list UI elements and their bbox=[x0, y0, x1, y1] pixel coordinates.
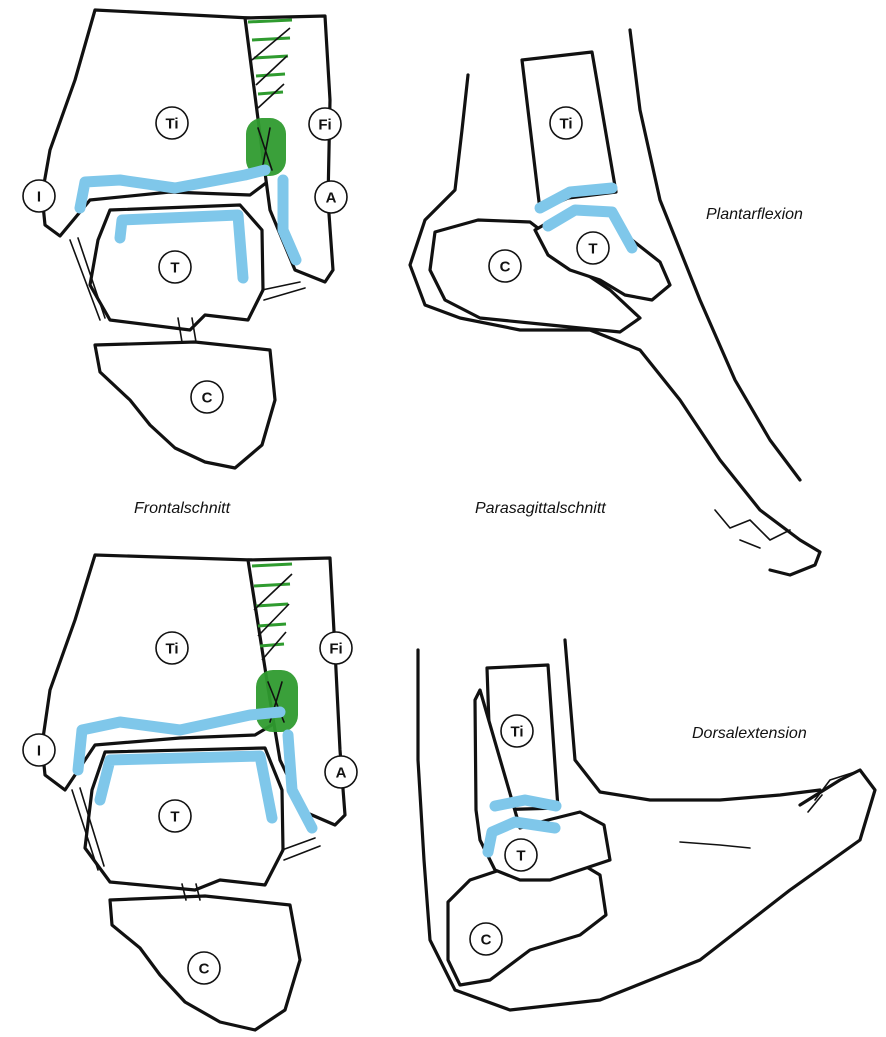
marker-fibula-frontal-lower: Fi bbox=[320, 632, 352, 664]
marker-talus-plantarflexion: T bbox=[577, 232, 609, 264]
marker-text: C bbox=[202, 390, 213, 407]
toe-lines-dorsalextension bbox=[680, 772, 855, 848]
marker-calcaneus-dorsalextension: C bbox=[470, 923, 502, 955]
marker-text: T bbox=[170, 809, 179, 826]
anterior-leg-outline-dorsalextension bbox=[565, 640, 820, 800]
marker-text: C bbox=[199, 961, 210, 978]
marker-talus-frontal-upper: T bbox=[159, 251, 191, 283]
marker-text: I bbox=[37, 743, 41, 760]
marker-tibia-frontal-lower: Ti bbox=[156, 632, 188, 664]
lateral-ligament-lines bbox=[262, 282, 305, 300]
marker-fibula-frontal-upper: Fi bbox=[309, 108, 341, 140]
marker-talus-dorsalextension: T bbox=[505, 839, 537, 871]
lateral-ligament-lines-lower bbox=[282, 838, 320, 860]
marker-text: T bbox=[170, 260, 179, 277]
marker-text: Fi bbox=[318, 117, 331, 134]
marker-text: Ti bbox=[559, 116, 572, 133]
marker-text: Fi bbox=[329, 641, 342, 658]
marker-tibia-frontal-upper: Ti bbox=[156, 107, 188, 139]
calcaneus-frontal-upper bbox=[95, 342, 275, 468]
marker-lateral-malleolus-lower: A bbox=[325, 756, 357, 788]
marker-text: Ti bbox=[510, 724, 523, 741]
marker-text: Ti bbox=[165, 641, 178, 658]
frontal-section-upper bbox=[42, 10, 333, 468]
caption-parasagittalschnitt: Parasagittalschnitt bbox=[475, 500, 606, 517]
toe-lines-plantarflexion bbox=[715, 510, 790, 548]
caption-dorsalextension: Dorsalextension bbox=[692, 725, 807, 742]
marker-calcaneus-plantarflexion: C bbox=[489, 250, 521, 282]
marker-tibia-plantarflexion: Ti bbox=[550, 107, 582, 139]
caption-frontalschnitt: Frontalschnitt bbox=[134, 500, 231, 517]
marker-tibia-dorsalextension: Ti bbox=[501, 715, 533, 747]
marker-text: I bbox=[37, 189, 41, 206]
marker-text: T bbox=[588, 241, 597, 258]
marker-medial-malleolus-lower: I bbox=[23, 734, 55, 766]
marker-text: T bbox=[516, 848, 525, 865]
marker-lateral-malleolus-upper: A bbox=[315, 181, 347, 213]
tibial-cartilage-dorsalextension bbox=[495, 800, 556, 806]
parasagittal-plantarflexion bbox=[410, 30, 820, 575]
marker-calcaneus-frontal-upper: C bbox=[191, 381, 223, 413]
anterior-leg-outline-plantarflexion bbox=[630, 30, 800, 480]
marker-text: Ti bbox=[165, 116, 178, 133]
marker-text: C bbox=[500, 259, 511, 276]
marker-calcaneus-frontal-lower: C bbox=[188, 952, 220, 984]
caption-plantarflexion: Plantarflexion bbox=[706, 206, 803, 223]
marker-text: A bbox=[336, 765, 347, 782]
marker-talus-frontal-lower: T bbox=[159, 800, 191, 832]
marker-medial-malleolus-upper: I bbox=[23, 180, 55, 212]
marker-text: C bbox=[481, 932, 492, 949]
marker-text: A bbox=[326, 190, 337, 207]
